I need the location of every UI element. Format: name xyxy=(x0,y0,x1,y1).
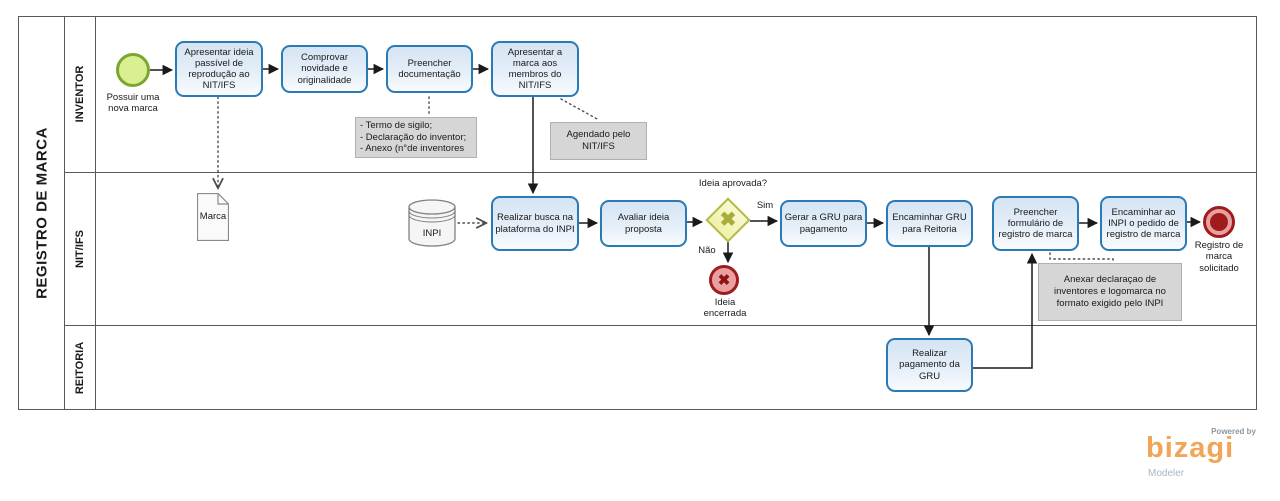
annotation-line: - Termo de sigilo; xyxy=(360,119,433,131)
task-apresentar-ideia[interactable]: Apresentar ideia passível de reprodução … xyxy=(175,41,263,97)
end-event-terminate-label: Registro de marca solicitado xyxy=(1194,240,1244,274)
lane-inventor-header: INVENTOR xyxy=(65,17,96,172)
end-event-terminate[interactable] xyxy=(1203,206,1235,238)
pool-title: REGISTRO DE MARCA xyxy=(33,127,50,299)
powered-by-label: Powered by xyxy=(1211,427,1256,436)
bizagi-brand-label: bizagi xyxy=(1146,432,1235,464)
lane-reitoria-label: REITORIA xyxy=(74,341,86,394)
annotation-documentos[interactable]: - Termo de sigilo; - Declaração do inven… xyxy=(355,117,477,158)
terminate-disc-icon xyxy=(1210,213,1228,231)
data-store-inpi-label: INPI xyxy=(423,228,441,239)
task-gerar-gru[interactable]: Gerar a GRU para pagamento xyxy=(780,200,867,247)
data-object-marca[interactable]: Marca xyxy=(196,192,230,242)
end-event-cancel-label: Ideia encerrada xyxy=(703,297,747,320)
lane-reitoria-body xyxy=(96,326,1256,409)
task-preencher-formulario[interactable]: Preencher formulário de registro de marc… xyxy=(992,196,1079,251)
lane-nit-ifs: NIT/IFS xyxy=(65,171,1256,326)
lane-reitoria-header: REITORIA xyxy=(65,326,96,409)
bizagi-logo: Powered by bizagi Modeler xyxy=(1138,427,1258,487)
data-object-marca-label: Marca xyxy=(200,211,227,222)
data-store-inpi[interactable]: INPI xyxy=(408,199,456,247)
annotation-line: - Declaração do inventor; xyxy=(360,131,467,143)
task-comprovar-novidade[interactable]: Comprovar novidade e originalidade xyxy=(281,45,368,93)
task-encaminhar-inpi[interactable]: Encaminhar ao INPI o pedido de registro … xyxy=(1100,196,1187,251)
gateway-question-label: Ideia aprovada? xyxy=(698,178,768,189)
annotation-line: - Anexo (n°de inventores xyxy=(360,143,465,155)
start-event-label: Possuir uma nova marca xyxy=(106,92,160,115)
lane-inventor-label: INVENTOR xyxy=(74,65,86,123)
bizagi-product-label: Modeler xyxy=(1148,468,1185,479)
lane-nit-ifs-header: NIT/IFS xyxy=(65,172,96,326)
task-encaminhar-gru[interactable]: Encaminhar GRU para Reitoria xyxy=(886,200,973,247)
flow-label-sim: Sim xyxy=(756,200,774,211)
pool-registro-de-marca: REGISTRO DE MARCA INVENTOR NIT/IFS REITO… xyxy=(18,16,1257,410)
flow-label-nao: Não xyxy=(698,245,716,256)
task-realizar-pagamento[interactable]: Realizar pagamento da GRU xyxy=(886,338,973,392)
task-avaliar-ideia[interactable]: Avaliar ideia proposta xyxy=(600,200,687,247)
annotation-agendado[interactable]: Agendado pelo NIT/IFS xyxy=(550,122,647,160)
start-event[interactable] xyxy=(116,53,150,87)
pool-header: REGISTRO DE MARCA xyxy=(19,17,65,409)
lanes: INVENTOR NIT/IFS REITORIA xyxy=(65,17,1256,409)
task-realizar-busca[interactable]: Realizar busca na plataforma do INPI xyxy=(491,196,579,251)
lane-inventor-body xyxy=(96,17,1256,172)
lane-nit-ifs-label: NIT/IFS xyxy=(74,229,86,268)
exclusive-gateway-x-icon: ✖ xyxy=(719,209,737,231)
end-event-cancel[interactable]: ✖ xyxy=(709,265,739,295)
annotation-anexar[interactable]: Anexar declaraçao de inventores e logoma… xyxy=(1038,263,1182,321)
lane-inventor: INVENTOR xyxy=(65,17,1256,172)
task-apresentar-marca[interactable]: Apresentar a marca aos membros do NIT/IF… xyxy=(491,41,579,97)
lane-reitoria: REITORIA xyxy=(65,325,1256,409)
end-cancel-x-icon: ✖ xyxy=(717,271,731,289)
task-preencher-documentacao[interactable]: Preencher documentação xyxy=(386,45,473,93)
